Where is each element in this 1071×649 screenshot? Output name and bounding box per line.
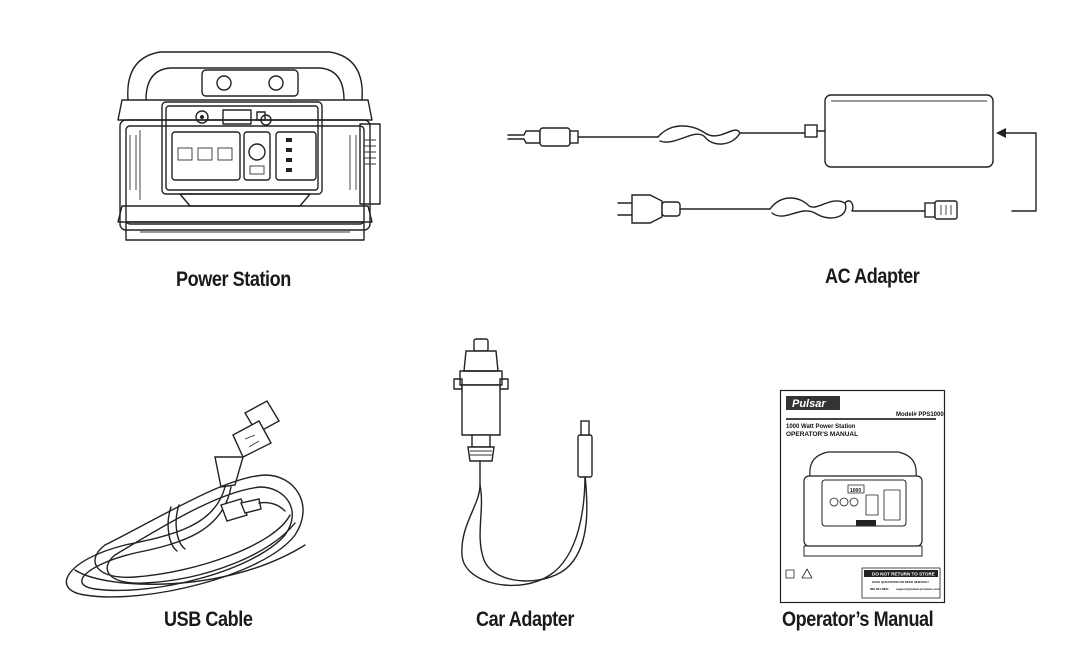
manual-email: support@pulsar-products.com xyxy=(896,587,940,591)
manual-subtitle: 1000 Watt Power Station xyxy=(786,424,856,430)
car-adapter-drawing xyxy=(453,338,593,587)
caption-car-adapter: Car Adapter xyxy=(476,608,574,631)
manual-station-image: 1000 xyxy=(803,451,923,557)
usb-cable-drawing xyxy=(65,400,306,598)
ac-adapter-illustration xyxy=(500,85,1045,240)
manual-cover: Pulsar Model# PPS1000 1000 Watt Power St… xyxy=(779,389,946,604)
caption-ac-adapter: AC Adapter xyxy=(825,265,920,288)
caption-operators-manual: Operator’s Manual xyxy=(782,608,934,631)
ac-adapter-drawing xyxy=(507,94,1037,224)
warning-icon xyxy=(801,568,813,579)
manual-notice-sub: HAVE QUESTIONS OR NEED SERVICE? xyxy=(872,580,929,584)
caption-power-station: Power Station xyxy=(176,268,291,291)
operators-manual-illustration: Pulsar Model# PPS1000 1000 Watt Power St… xyxy=(779,389,946,604)
manual-title: OPERATOR'S MANUAL xyxy=(786,431,858,438)
manual-station-label: 1000 xyxy=(850,488,861,494)
car-adapter-illustration xyxy=(440,335,630,605)
manual-brand: Pulsar xyxy=(792,398,826,410)
power-station-illustration xyxy=(110,40,390,255)
book-icon xyxy=(785,569,795,579)
caption-usb-cable: USB Cable xyxy=(164,608,253,631)
manual-model: Model# PPS1000 xyxy=(896,412,944,418)
manual-phone: 866-931-8821 xyxy=(870,587,889,591)
usb-cable-illustration xyxy=(45,395,315,605)
manual-brand-box xyxy=(786,396,840,410)
power-station-drawing xyxy=(117,51,381,241)
manual-notice: DO NOT RETURN TO STORE xyxy=(872,572,935,577)
